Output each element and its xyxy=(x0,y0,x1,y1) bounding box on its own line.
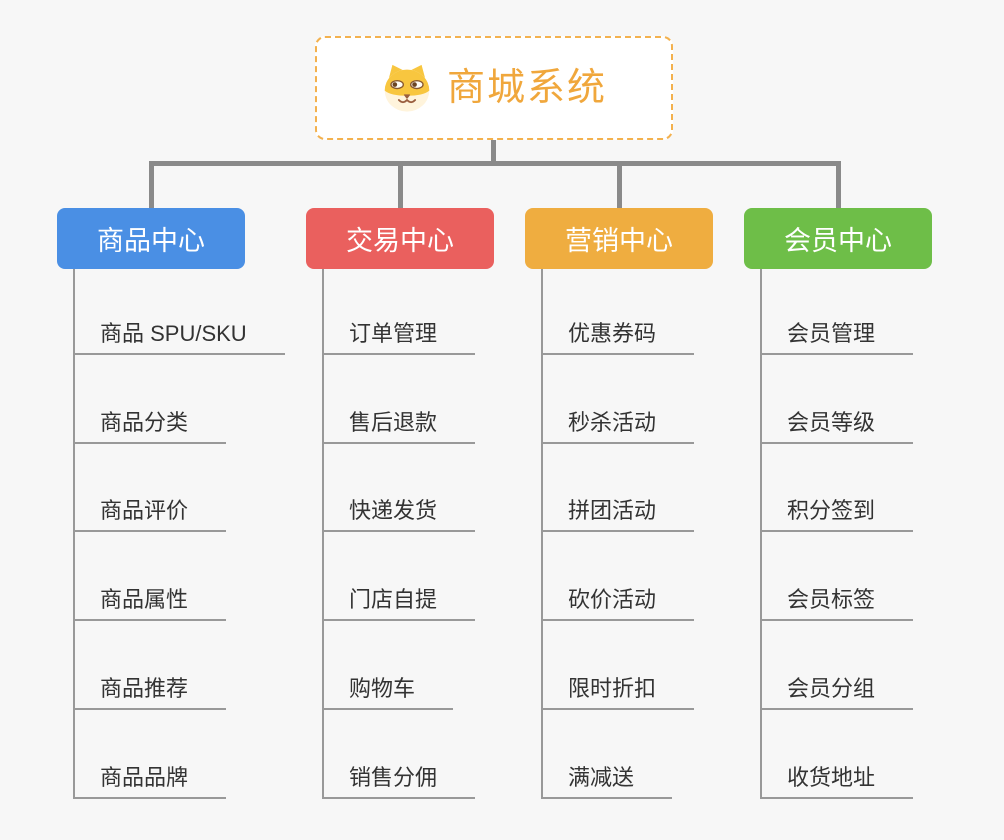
topic-order-management[interactable]: 订单管理 xyxy=(322,322,476,355)
topic-points-checkin[interactable]: 积分签到 xyxy=(760,499,914,532)
topic-product-recommend[interactable]: 商品推荐 xyxy=(73,677,227,710)
branch-line-marketing-center xyxy=(541,269,543,799)
topic-bargain-activity[interactable]: 砍价活动 xyxy=(541,588,695,621)
topic-product-attribute[interactable]: 商品属性 xyxy=(73,588,227,621)
connector-drop-product xyxy=(149,161,154,209)
root-topic[interactable]: 商城系统 xyxy=(315,36,673,140)
connector-drop-trade xyxy=(398,161,403,209)
topic-coupon-code[interactable]: 优惠券码 xyxy=(541,322,695,355)
topic-product-category[interactable]: 商品分类 xyxy=(73,411,227,444)
topic-shopping-cart[interactable]: 购物车 xyxy=(322,677,454,710)
topic-aftersale-refund[interactable]: 售后退款 xyxy=(322,411,476,444)
topic-limited-time-discount[interactable]: 限时折扣 xyxy=(541,677,695,710)
topic-member-level[interactable]: 会员等级 xyxy=(760,411,914,444)
topic-product-review[interactable]: 商品评价 xyxy=(73,499,227,532)
shiba-dog-icon xyxy=(384,64,430,112)
branch-marketing-center: 营销中心 优惠券码 秒杀活动 拼团活动 砍价活动 限时折扣 满减送 xyxy=(525,208,775,808)
branch-member-center: 会员中心 会员管理 会员等级 积分签到 会员标签 会员分组 收货地址 xyxy=(744,208,994,808)
topic-shipping-address[interactable]: 收货地址 xyxy=(760,766,914,799)
branch-trade-center: 交易中心 订单管理 售后退款 快递发货 门店自提 购物车 销售分佣 xyxy=(306,208,556,808)
branch-line-member-center xyxy=(760,269,762,799)
connector-drop-marketing xyxy=(617,161,622,209)
topic-member-tag[interactable]: 会员标签 xyxy=(760,588,914,621)
connector-horizontal xyxy=(149,161,841,166)
connector-drop-member xyxy=(836,161,841,209)
branch-header-trade-center[interactable]: 交易中心 xyxy=(306,208,494,269)
topic-store-pickup[interactable]: 门店自提 xyxy=(322,588,476,621)
connector-root-stub xyxy=(491,140,496,163)
topic-product-brand[interactable]: 商品品牌 xyxy=(73,766,227,799)
topic-member-management[interactable]: 会员管理 xyxy=(760,322,914,355)
branch-header-product-center[interactable]: 商品中心 xyxy=(57,208,245,269)
topic-product-spu-sku[interactable]: 商品 SPU/SKU xyxy=(73,322,285,355)
topic-sales-commission[interactable]: 销售分佣 xyxy=(322,766,476,799)
topic-member-group[interactable]: 会员分组 xyxy=(760,677,914,710)
branch-header-member-center[interactable]: 会员中心 xyxy=(744,208,932,269)
topic-group-buy[interactable]: 拼团活动 xyxy=(541,499,695,532)
branch-header-marketing-center[interactable]: 营销中心 xyxy=(525,208,713,269)
root-topic-title: 商城系统 xyxy=(446,67,607,109)
topic-flash-sale[interactable]: 秒杀活动 xyxy=(541,411,695,444)
branch-product-center: 商品中心 商品 SPU/SKU 商品分类 商品评价 商品属性 商品推荐 商品品牌 xyxy=(57,208,307,808)
topic-express-delivery[interactable]: 快递发货 xyxy=(322,499,476,532)
topic-full-reduction[interactable]: 满减送 xyxy=(541,766,673,799)
branch-line-trade-center xyxy=(322,269,324,799)
branch-line-product-center xyxy=(73,269,75,799)
